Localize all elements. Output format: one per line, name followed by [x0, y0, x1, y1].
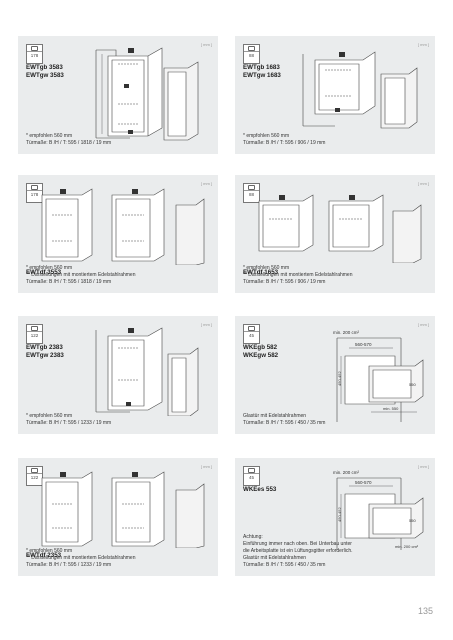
model-name: WKEes 553 — [243, 486, 277, 493]
niche-width-label: 560-570 — [355, 342, 372, 347]
depth-label: 550 — [409, 382, 416, 387]
niche-height-badge: 45 — [243, 466, 260, 486]
unit-tag: [ mm ] — [417, 464, 429, 469]
bottom-vent-label: min. 200 cm² — [395, 544, 419, 549]
product-card-ewtdf-1653: 88 [ mm ] EWTdf 1653 * empfohlen 560 mm*… — [235, 175, 435, 293]
niche-height-badge: 88 — [243, 183, 260, 203]
niche-height-badge: 178 — [26, 183, 43, 203]
niche-height-badge: 122 — [26, 324, 43, 344]
unit-tag: [ mm ] — [200, 181, 212, 186]
product-card-wkees-553: 45 [ mm ] WKEes 553 min. 200 cm² 560-570… — [235, 458, 435, 576]
installation-diagram — [95, 327, 199, 416]
niche-width-label: 560-570 — [355, 480, 372, 485]
page-number: 135 — [417, 606, 433, 616]
installation-diagram — [258, 194, 422, 263]
depth-label: 550 — [409, 518, 416, 523]
installation-diagram: min. 200 cm² 560-570 450-452 550 min. 55… — [333, 330, 424, 422]
product-card-ewtdf-3553: 178 [ mm ] EWTdf 3553 * empfohlen 560 mm… — [18, 175, 218, 293]
notes: * empfohlen 560 mm** Darstellungen mit m… — [26, 265, 136, 285]
niche-height-label: 450-452 — [337, 371, 342, 386]
installation-diagram — [95, 47, 199, 141]
installation-diagram — [302, 51, 418, 129]
unit-tag: [ mm ] — [417, 322, 429, 327]
unit-tag: [ mm ] — [200, 464, 212, 469]
installation-diagram — [41, 471, 205, 548]
product-card-ewtdf-2353: 122 [ mm ] EWTdf 2353 * empfohlen 560 mm… — [18, 458, 218, 576]
niche-height-badge: 45 — [243, 324, 260, 344]
model-name: EWTdf 2353 — [26, 552, 62, 559]
unit-tag: [ mm ] — [417, 181, 429, 186]
unit-tag: [ mm ] — [200, 322, 212, 327]
min-depth-label: min. 550 — [383, 406, 399, 411]
unit-tag: [ mm ] — [417, 42, 429, 47]
model-name: EWTdf 3553 — [26, 269, 62, 276]
installation-diagram: min. 200 cm² 560-570 450-452 550 min. 20… — [333, 470, 424, 550]
vent-label: min. 200 cm² — [333, 330, 360, 335]
niche-height-badge: 122 — [26, 466, 43, 486]
vent-label: min. 200 cm² — [333, 470, 360, 475]
unit-tag: [ mm ] — [200, 42, 212, 47]
model-name: EWTdf 1653 — [243, 269, 279, 276]
niche-height-badge: 88 — [243, 44, 260, 64]
niche-height-badge: 178 — [26, 44, 43, 64]
installation-diagram — [41, 188, 205, 265]
niche-height-label: 450-452 — [337, 507, 342, 522]
notes: Achtung:Einführung immer nach oben. Bei … — [243, 534, 353, 568]
notes: * empfohlen 560 mm** Darstellungen mit m… — [243, 265, 353, 285]
notes: * empfohlen 560 mm** Darstellungen mit m… — [26, 548, 136, 568]
